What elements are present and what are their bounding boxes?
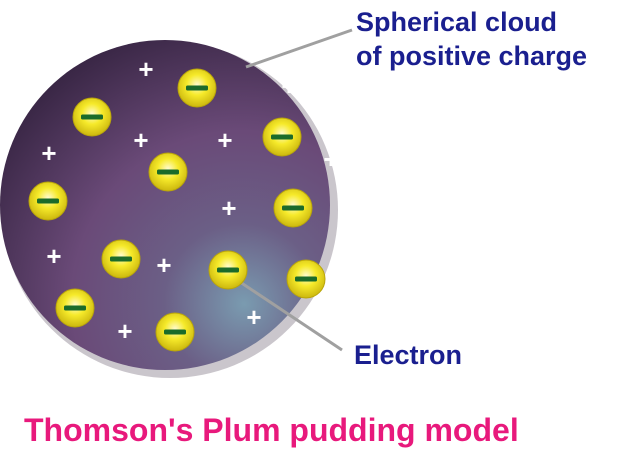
plus-sign: + — [246, 302, 261, 332]
minus-sign — [157, 169, 179, 175]
cloud-leader-line — [245, 28, 353, 69]
plus-sign: + — [281, 71, 296, 101]
electron — [262, 117, 302, 157]
electron — [273, 188, 313, 228]
minus-sign — [217, 267, 239, 273]
positive-charges: + + + + + + + + + + + — [41, 54, 338, 346]
minus-sign — [110, 256, 132, 262]
plus-sign: + — [217, 125, 232, 155]
electron — [155, 312, 195, 352]
electron — [286, 259, 326, 299]
electrons — [28, 68, 326, 352]
electron — [101, 239, 141, 279]
plus-sign: + — [221, 193, 236, 223]
electron — [28, 181, 68, 221]
plus-sign: + — [156, 250, 171, 280]
electron — [72, 97, 112, 137]
diagram-caption: Thomson's Plum pudding model — [24, 412, 519, 448]
plus-sign: + — [41, 138, 56, 168]
electron — [55, 288, 95, 328]
electron — [208, 250, 248, 290]
minus-sign — [282, 205, 304, 211]
minus-sign — [164, 329, 186, 335]
electron-leader-line — [239, 280, 343, 352]
minus-sign — [295, 276, 317, 282]
cloud-label-line-2: of positive charge — [356, 41, 588, 71]
minus-sign — [81, 114, 103, 120]
minus-sign — [37, 198, 59, 204]
plus-sign: + — [46, 241, 61, 271]
plus-sign: + — [323, 144, 338, 174]
plus-sign: + — [117, 316, 132, 346]
minus-sign — [186, 85, 208, 91]
electron-label: Electron — [354, 340, 463, 370]
minus-sign — [271, 134, 293, 140]
electron — [148, 152, 188, 192]
plus-sign: + — [133, 125, 148, 155]
minus-sign — [64, 305, 86, 311]
electron — [177, 68, 217, 108]
cloud-label-line-1: Spherical cloud — [356, 7, 558, 37]
leader-lines — [239, 28, 353, 352]
plus-sign: + — [138, 54, 153, 84]
